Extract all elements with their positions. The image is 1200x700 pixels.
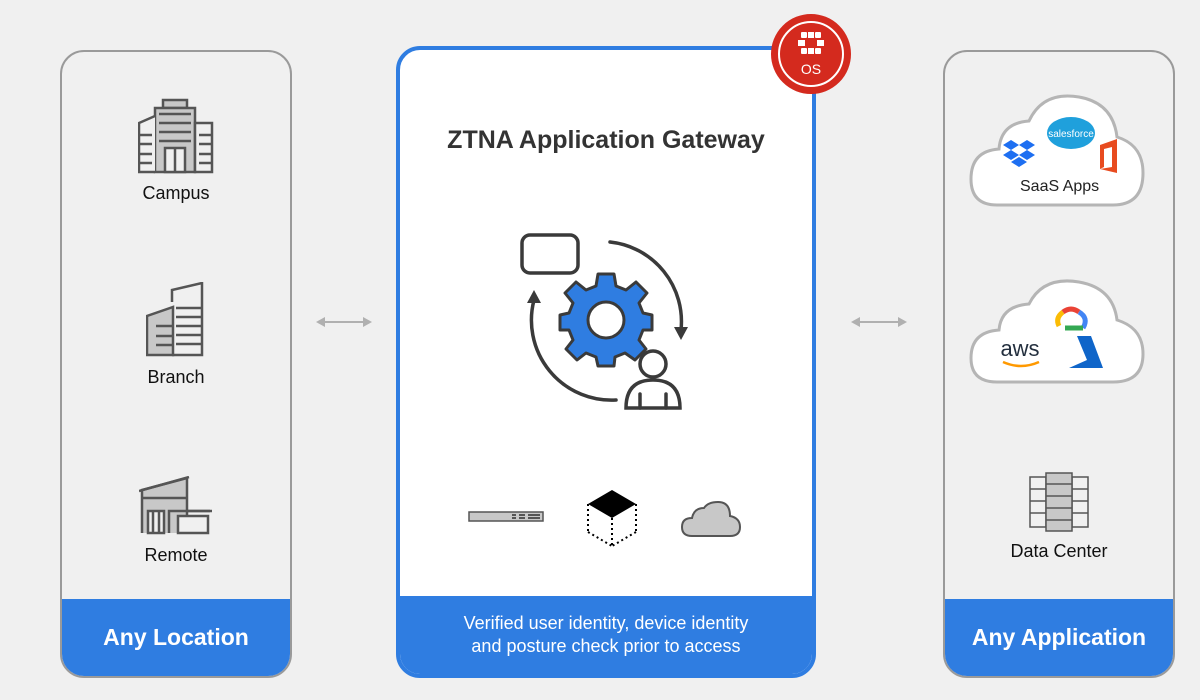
iaas-cloud-icon: aws: [969, 279, 1145, 384]
virtual-machine-icon: [587, 490, 637, 547]
azure-icon: [1069, 336, 1103, 368]
google-cloud-icon: [1055, 306, 1088, 331]
salesforce-text: salesforce: [1048, 129, 1094, 140]
any-application-panel: salesforce SaaS Apps aws: [943, 50, 1175, 678]
any-location-footer: Any Location: [62, 599, 290, 676]
gear-icon: [558, 272, 654, 368]
cloud-icon: [680, 500, 742, 537]
gateway-description: Verified user identity, device identity …: [400, 596, 812, 674]
campus-label: Campus: [142, 183, 210, 203]
data-center-label: Data Center: [1010, 541, 1108, 561]
iaas-item: aws: [945, 274, 1173, 384]
remote-label: Remote: [144, 545, 208, 565]
server-rack-icon: [1029, 472, 1089, 532]
data-center-item: Data Center: [945, 472, 1173, 562]
badge-label: OS: [800, 61, 822, 77]
description-line-2: and posture check prior to access: [471, 636, 741, 656]
salesforce-icon: [1047, 117, 1095, 149]
branch-item: Branch: [62, 281, 290, 388]
saas-apps-item: salesforce SaaS Apps: [945, 87, 1173, 212]
any-application-footer: Any Application: [945, 599, 1173, 676]
saas-cloud-icon: salesforce: [969, 94, 1145, 207]
zero-trust-cycle-icon: [520, 233, 688, 410]
ztna-gateway-panel: ZTNA Application Gateway: [396, 46, 816, 678]
appliance-icon: [468, 511, 544, 522]
any-location-panel: Campus Branch Remote: [60, 50, 292, 678]
office-icon: [1100, 139, 1117, 173]
dropbox-icon: [1003, 140, 1035, 167]
aws-logo: aws: [1000, 336, 1039, 361]
remote-house-icon: [138, 475, 212, 535]
description-line-1: Verified user identity, device identity: [463, 613, 749, 633]
branch-label: Branch: [147, 367, 205, 387]
saas-apps-label: SaaS Apps: [1020, 178, 1100, 195]
bidirectional-arrow-icon: [316, 317, 372, 327]
campus-item: Campus: [62, 98, 290, 204]
fortinet-logo-icon: [798, 32, 824, 54]
remote-item: Remote: [62, 475, 290, 566]
fortios-badge: OS: [771, 14, 851, 94]
gateway-title: ZTNA Application Gateway: [447, 126, 765, 154]
campus-building-icon: [137, 98, 214, 174]
branch-building-icon: [145, 281, 204, 357]
bidirectional-arrow-icon: [851, 317, 907, 327]
